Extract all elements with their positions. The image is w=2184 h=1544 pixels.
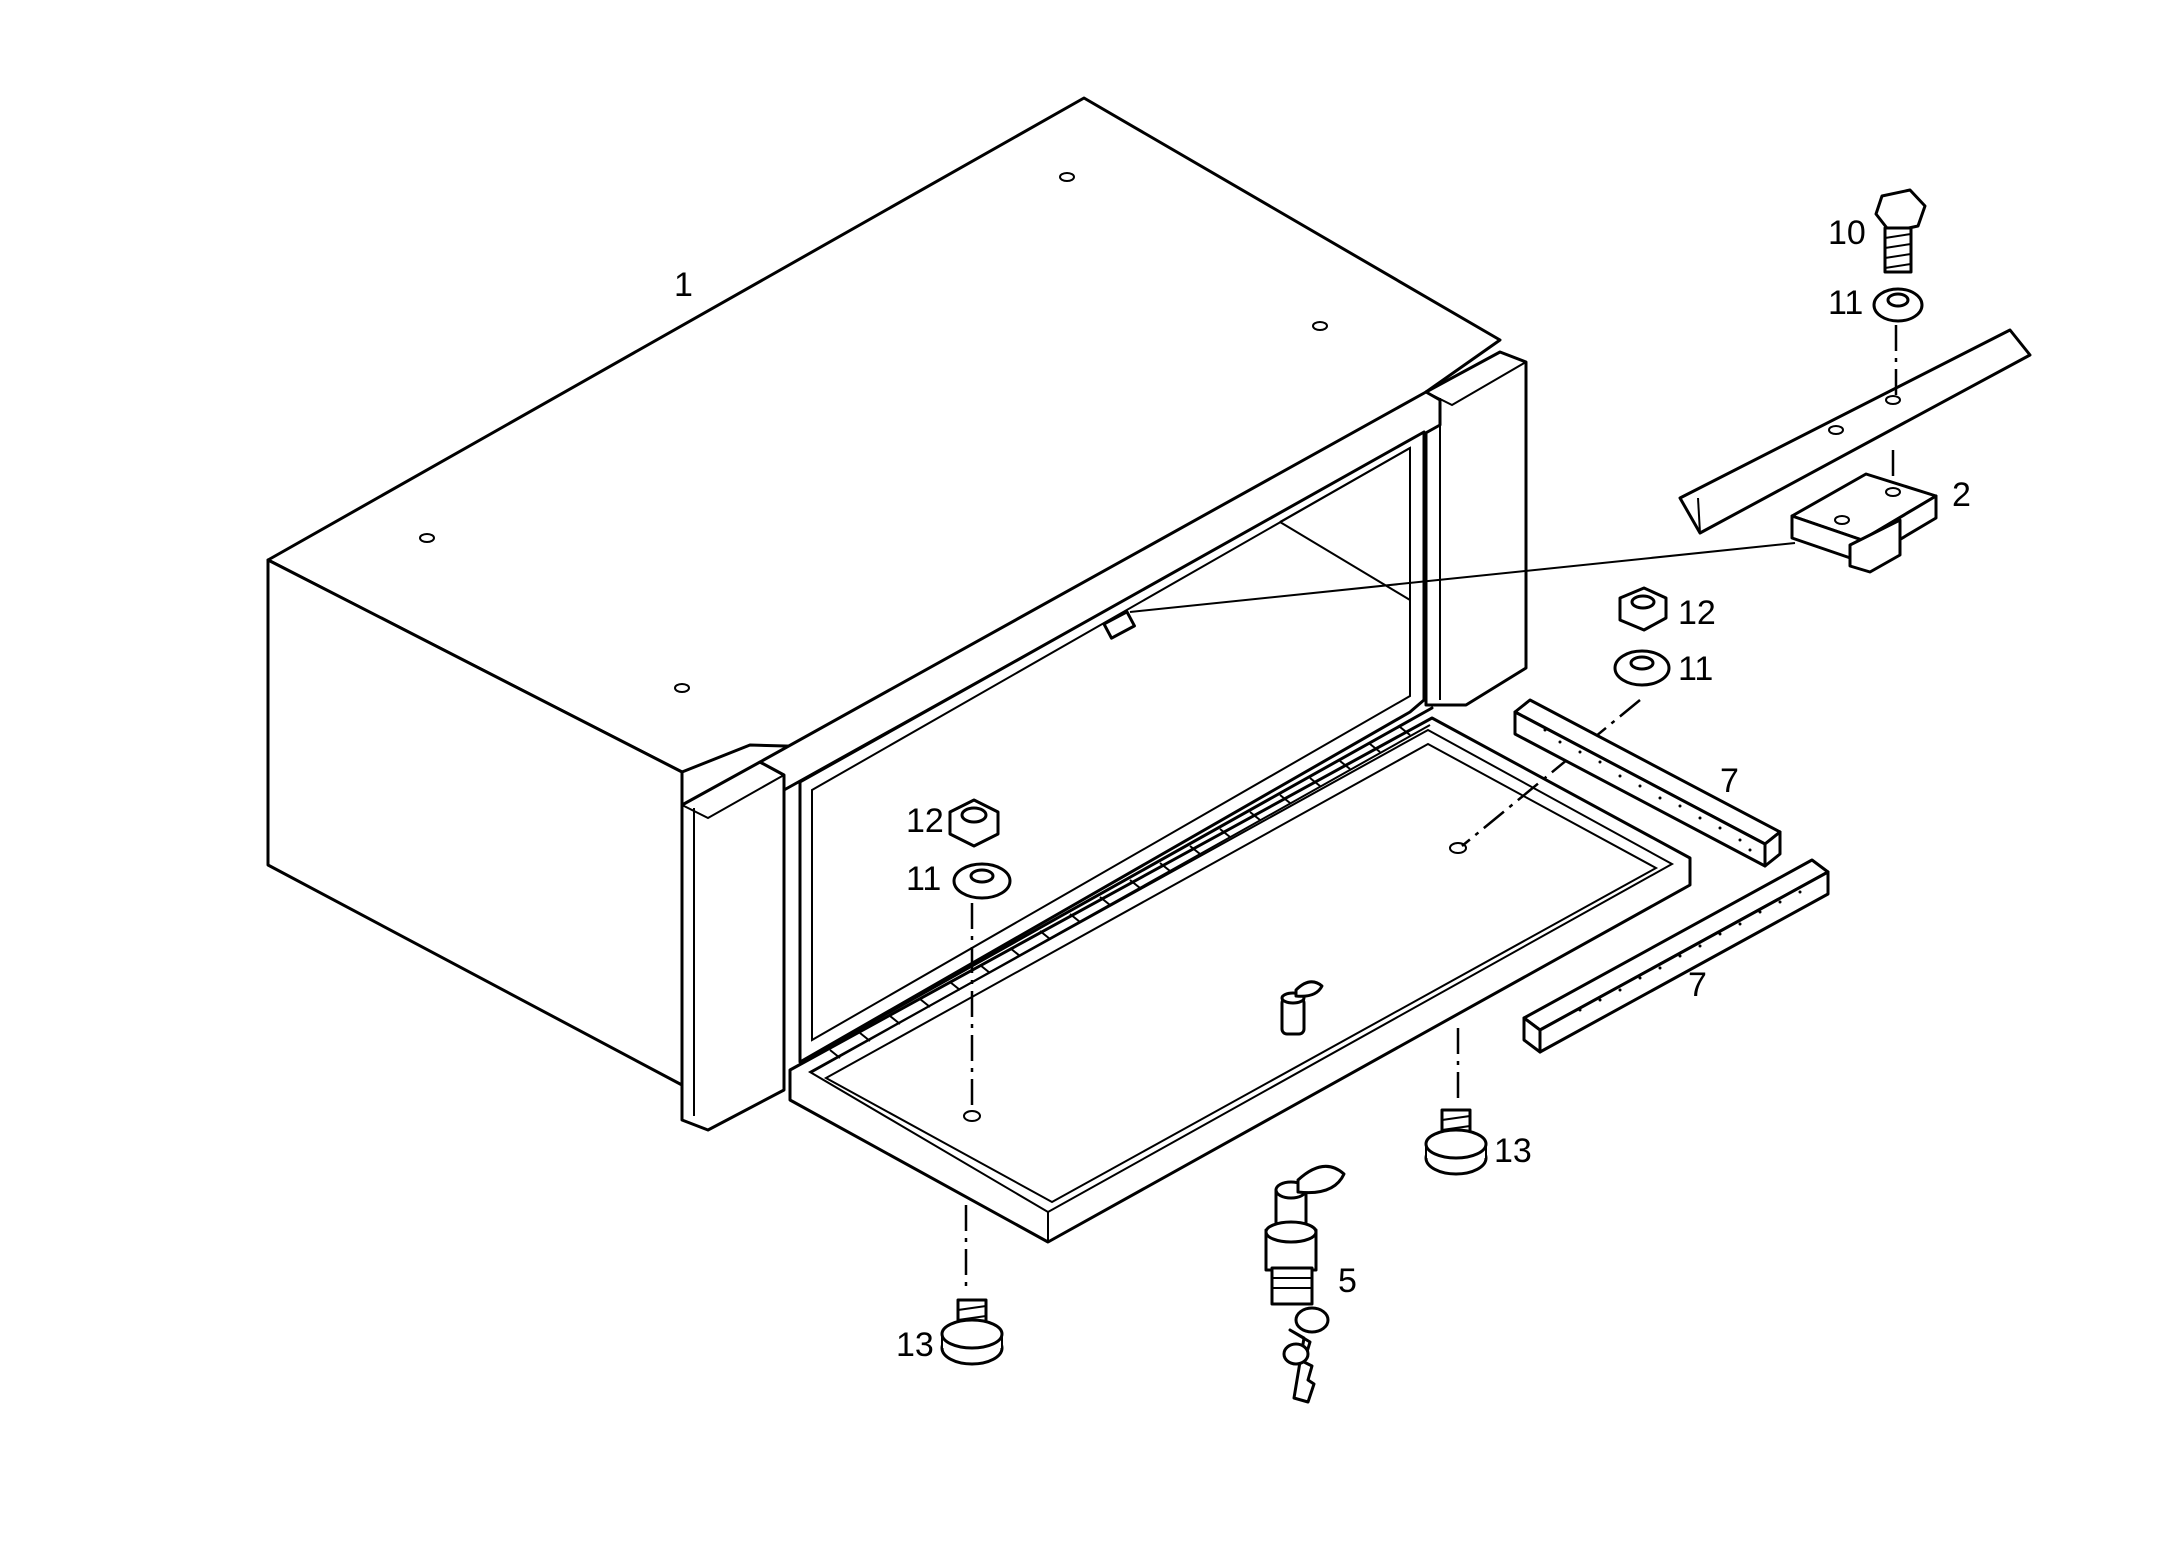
nut-right [1618,586,1668,632]
bumper-right [1424,1108,1488,1176]
callout-11-top: 11 [1828,284,1863,322]
frame-right-post [1424,350,1528,707]
lock-cylinder [1264,1164,1346,1404]
callout-5: 5 [1338,1262,1357,1300]
callout-7-upper: 7 [1720,762,1739,800]
washer-left [952,862,1012,900]
mounting-strip [1678,328,2032,535]
callout-11-left: 11 [906,860,941,898]
callout-10: 10 [1828,214,1866,252]
callout-11-right: 11 [1678,650,1713,688]
box-door [788,706,1692,1244]
door-lock [1280,980,1324,1036]
callout-labels: 1 2 10 11 12 11 12 11 7 7 13 13 5 [674,214,1971,1364]
door-hinge [802,706,1434,1062]
callout-13-left: 13 [896,1326,934,1364]
callout-12-left: 12 [906,802,944,840]
bumper-left [940,1298,1004,1366]
callout-1: 1 [674,266,693,304]
seal-strip-lower [1522,858,1830,1054]
bracket-leader-line [1129,542,1796,613]
frame-top-rail [758,390,1442,792]
frame-left-post [680,760,786,1132]
callout-7-lower: 7 [1688,966,1707,1004]
callout-13-right: 13 [1494,1132,1532,1170]
washer-top-right [1872,287,1924,323]
seal-strip-upper [1513,698,1782,868]
mounting-bracket [1129,328,2032,613]
callout-2: 2 [1952,476,1971,514]
nut-left [948,798,1000,848]
box-body [266,96,1528,1132]
box-opening [798,430,1426,1064]
bolt [1874,188,1927,274]
washer-right [1613,649,1671,687]
callout-12-right: 12 [1678,594,1716,632]
